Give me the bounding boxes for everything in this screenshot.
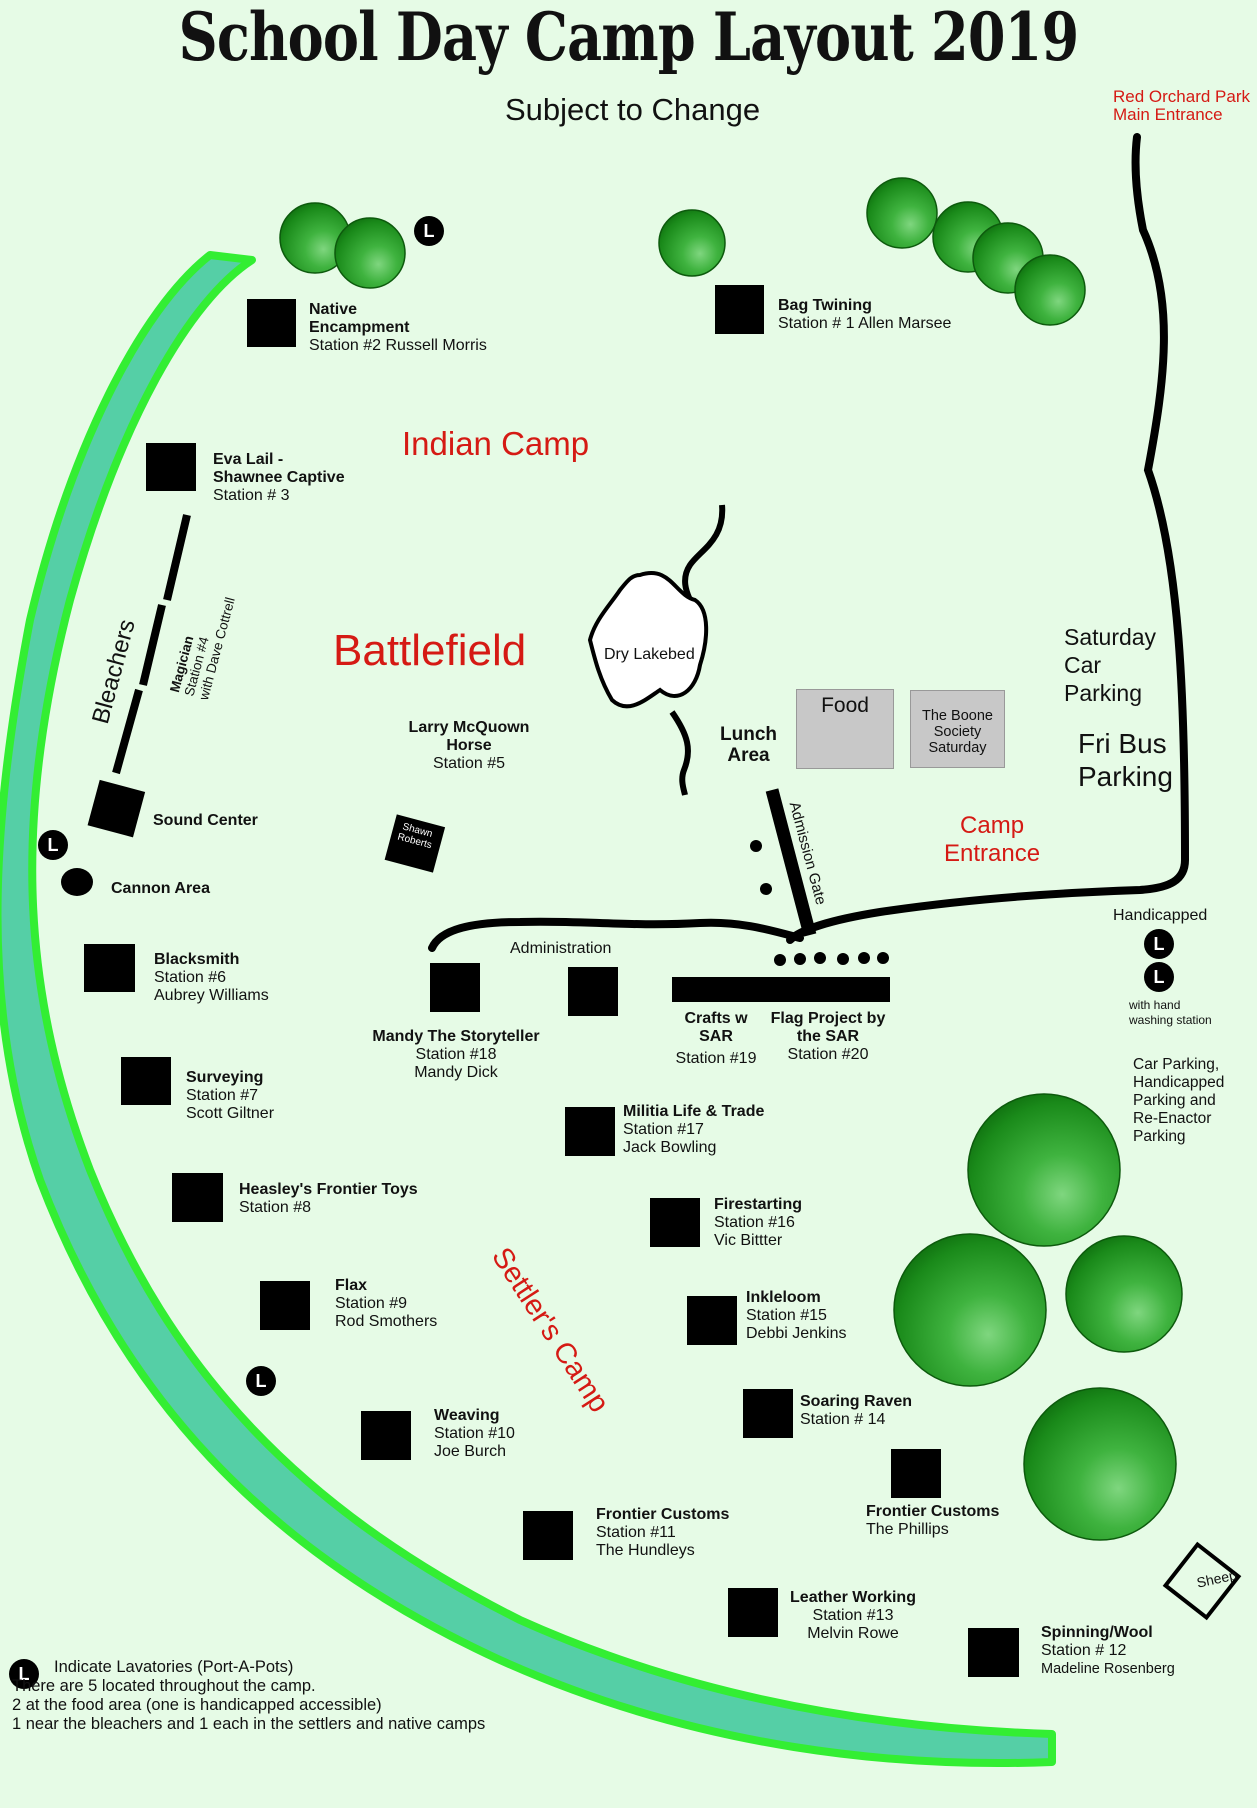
food-area-dots [774,952,889,966]
shawn-roberts-square [384,814,446,873]
admission-gate-line [765,788,817,937]
weaving-marker [361,1411,411,1460]
flax-marker [260,1281,310,1330]
indian-camp-label: Indian Camp [402,425,590,462]
cannon-marker [61,868,93,896]
boone-society-building: The Boone Society Saturday [910,690,1005,768]
native-encampment-marker [247,299,296,347]
legend-line: 1 near the bleachers and 1 each in the s… [12,1715,486,1733]
firestarting-marker [650,1198,700,1247]
militia-marker [565,1107,615,1156]
bag-twining-marker [715,285,764,334]
blacksmith-marker [84,944,135,992]
subtitle: Subject to Change [505,92,761,127]
bleachers-middle [139,604,166,686]
sound-center-square [87,779,146,838]
sound-center-label: Sound Center [153,812,258,829]
crafts-bar [672,977,890,1002]
lavatory-icon: L [38,830,68,860]
legend-line: Indicate Lavatories (Port-A-Pots) [54,1658,294,1676]
dry-lakebed-label: Dry Lakebed [604,646,695,663]
cannon-area-label: Cannon Area [111,880,210,897]
dry-lakebed-shape [587,571,709,709]
gate-post [760,883,772,895]
legend: Indicate Lavatories (Port-A-Pots) There … [12,1658,485,1734]
page-title: School Day Camp Layout 2019 [178,0,1080,76]
inkleloom-marker [687,1296,737,1345]
frontier-customs-11-marker [523,1511,573,1560]
trees [279,177,1183,1541]
eva-lail-marker [146,443,196,491]
administration-label: Administration [510,940,612,957]
administration-marker [568,967,618,1016]
sheep-pen [1162,1541,1242,1621]
main-road [786,133,1190,944]
legend-lavatory-icon: L [9,1659,39,1689]
food-label: Food [821,694,869,717]
lavatory-icon: L [246,1366,276,1396]
gate-post [750,840,762,852]
spinning-wool-marker [968,1628,1019,1677]
heasley-marker [172,1173,223,1222]
legend-line: 2 at the food area (one is handicapped a… [12,1696,382,1714]
administration-road [428,917,804,952]
mandy-marker [430,963,480,1012]
surveying-marker [121,1057,171,1105]
lakebed-stream [682,504,726,602]
bleachers-lower [112,688,143,775]
bleachers-upper [163,514,191,601]
legend-line: There are 5 located throughout the camp. [12,1677,316,1695]
frontier-customs-phillips-marker [891,1449,941,1498]
leather-working-marker [728,1588,778,1637]
lavatory-icon: L [1144,962,1174,992]
soaring-raven-marker [743,1389,793,1438]
lavatory-icon: L [1144,929,1174,959]
creek [0,251,1056,1768]
lakebed-stream-lower [669,710,691,796]
food-building: Food [796,689,894,769]
lavatory-icon: L [414,216,444,246]
handicapped-label: Handicapped [1113,907,1208,924]
battlefield-label: Battlefield [333,626,527,675]
